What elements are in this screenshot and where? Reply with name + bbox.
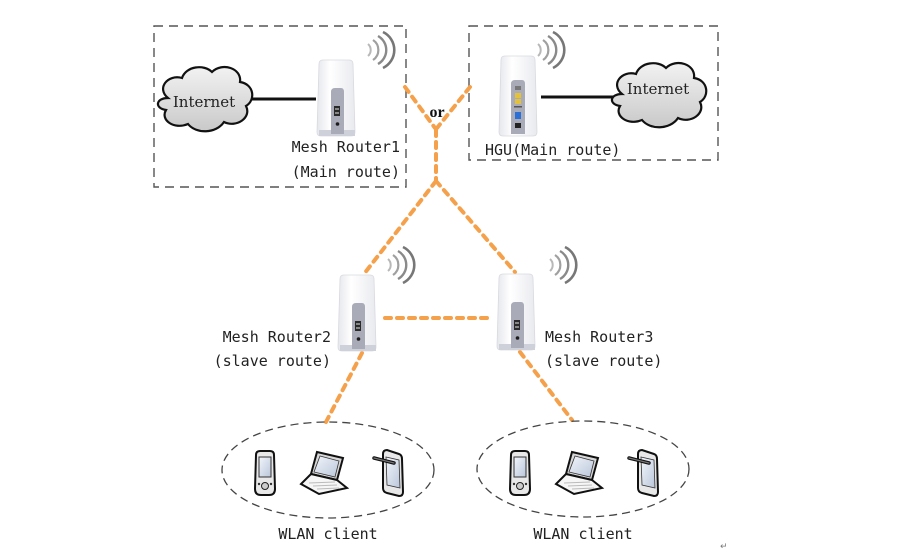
laptop-icon (555, 451, 603, 495)
hgu-icon (498, 55, 538, 137)
client-group-2-boundary (476, 420, 690, 518)
phone-icon (254, 450, 276, 496)
internet-cloud-2: Internet (610, 61, 708, 129)
hgu-label: HGU(Main route) (485, 141, 620, 159)
main-route-option-2-frame (468, 25, 719, 161)
mesh-link-router1-junction (403, 85, 437, 130)
mesh-link-router2-clients1 (324, 351, 364, 424)
or-label: or (429, 104, 444, 121)
wifi-signal-icon (366, 30, 396, 70)
mesh-router-3-role: (slave route) (545, 352, 662, 370)
main-route-option-1-frame (153, 25, 407, 188)
router-icon (316, 59, 356, 137)
mesh-router-1-name: Mesh Router1 (292, 138, 400, 156)
internet-cloud-1: Internet (156, 65, 254, 133)
mesh-router-3: Mesh Router3 (slave route) (496, 245, 662, 370)
mesh-link-junction-router2 (362, 179, 438, 276)
client-group-2-label: WLAN client (533, 525, 632, 543)
wlan-client-group-2: WLAN client (476, 420, 690, 543)
mesh-router-2-name: Mesh Router2 (223, 328, 331, 346)
tablet-icon (372, 448, 405, 498)
internet-1-label: Internet (173, 93, 235, 111)
mesh-router-2-role: (slave route) (214, 352, 331, 370)
mesh-link-hgu-junction (435, 85, 472, 130)
mesh-link-router3-clients2 (518, 350, 574, 422)
mesh-router-1: Mesh Router1 (Main route) (292, 30, 400, 181)
internet-2-label: Internet (627, 80, 689, 98)
hgu-router: HGU(Main route) (485, 30, 620, 159)
wlan-client-group-1: WLAN client (221, 421, 435, 543)
router-icon (496, 273, 536, 351)
laptop-icon (300, 451, 348, 495)
tablet-icon (627, 448, 660, 498)
mesh-router-3-name: Mesh Router3 (545, 328, 653, 346)
phone-icon (509, 450, 531, 496)
wifi-signal-icon (536, 30, 566, 70)
wifi-signal-icon (386, 245, 416, 285)
paragraph-mark: ↵ (720, 542, 728, 552)
wifi-signal-icon (548, 245, 578, 285)
client-group-1-label: WLAN client (278, 525, 377, 543)
router-icon (337, 274, 377, 352)
mesh-link-junction-router3 (434, 179, 517, 274)
client-group-1-boundary (221, 421, 435, 519)
mesh-router-2: Mesh Router2 (slave route) (214, 245, 416, 370)
mesh-router-1-role: (Main route) (292, 163, 400, 181)
